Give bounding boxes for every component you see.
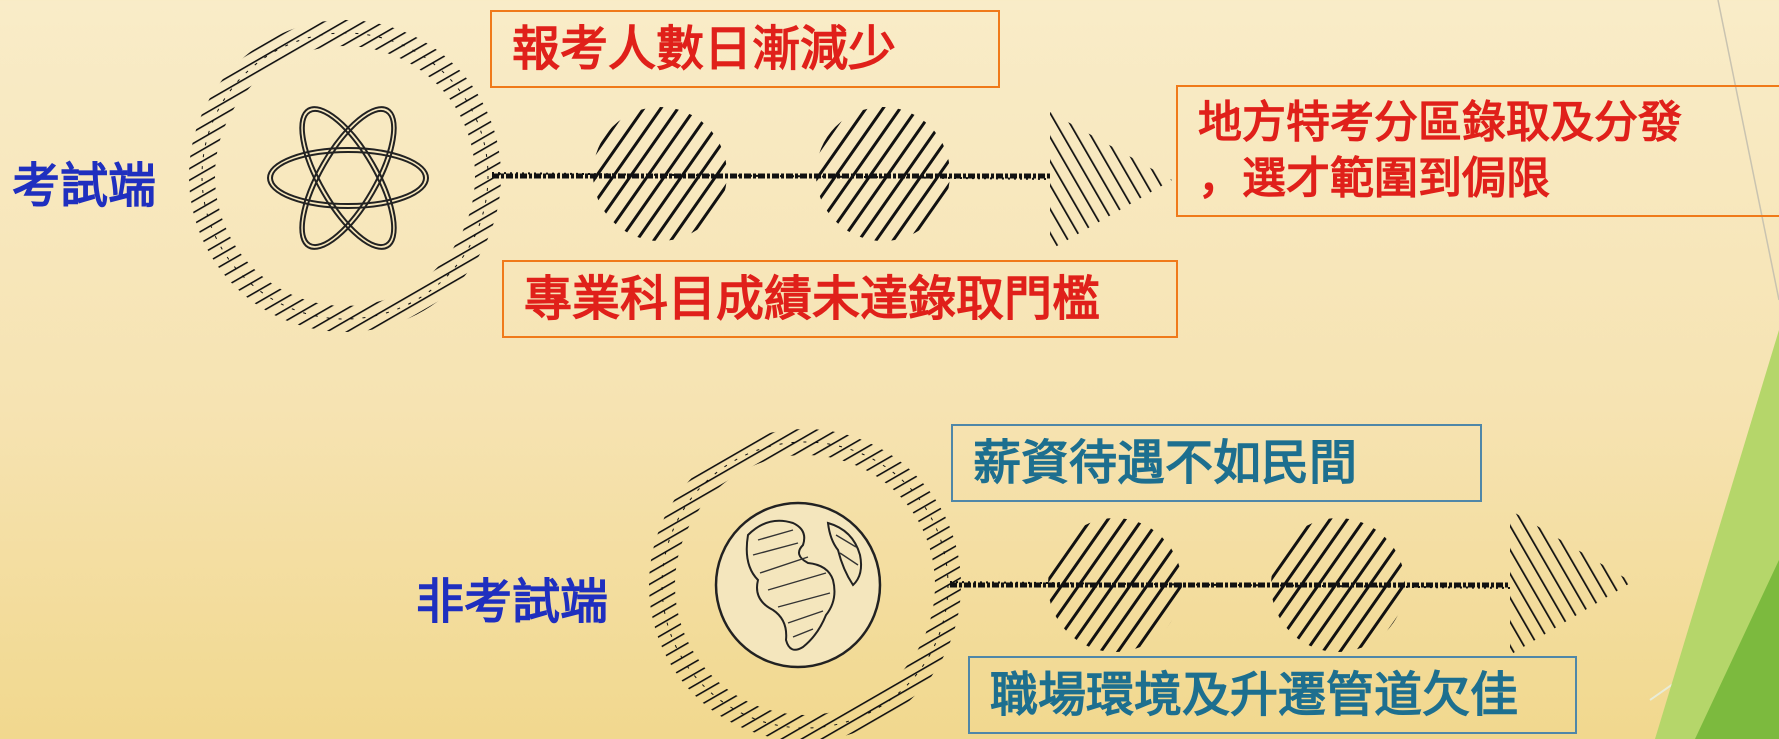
exam-side-label: 考試端 <box>12 158 157 214</box>
bottom-arrowhead <box>1510 510 1632 655</box>
background-thin-line <box>1717 0 1779 301</box>
bottom-flow-dot <box>1271 518 1405 652</box>
issue-box-scores-below-threshold: 專業科目成績未達錄取門檻 <box>502 260 1178 338</box>
issue-text: 職場環境及升遷管道欠佳 <box>990 667 1519 723</box>
result-text-line-2: ，選才範圍到侷限 <box>1198 153 1550 204</box>
top-flow-dot <box>593 107 727 241</box>
globe-icon <box>714 501 882 669</box>
top-hub-ring <box>189 20 501 332</box>
top-arrowhead <box>1050 112 1172 250</box>
result-text-line-1: 地方特考分區錄取及分發 <box>1198 97 1682 148</box>
issue-text: 薪資待遇不如民間 <box>973 435 1358 491</box>
non-exam-side-label: 非考試端 <box>416 574 609 630</box>
issue-text: 報考人數日漸減少 <box>512 21 897 77</box>
issue-box-salary: 薪資待遇不如民間 <box>951 424 1482 502</box>
issue-box-workplace: 職場環境及升遷管道欠佳 <box>968 656 1577 734</box>
issue-text: 專業科目成績未達錄取門檻 <box>524 271 1101 327</box>
corner-accent-dark <box>1695 560 1779 739</box>
top-flow-graphic <box>189 20 1172 332</box>
issue-box-applicants-declining: 報考人數日漸減少 <box>490 10 1000 88</box>
result-box-regional-allocation: 地方特考分區錄取及分發 ，選才範圍到侷限 <box>1176 85 1779 217</box>
bottom-flow-dot <box>1048 518 1182 652</box>
top-hub-ring-edge <box>201 32 489 320</box>
atom-icon <box>267 106 429 250</box>
top-flow-dot <box>816 107 950 241</box>
bottom-hub-ring-edge <box>661 441 949 729</box>
bottom-flow-graphic <box>649 429 1632 739</box>
top-connector-line-texture <box>491 172 1051 180</box>
